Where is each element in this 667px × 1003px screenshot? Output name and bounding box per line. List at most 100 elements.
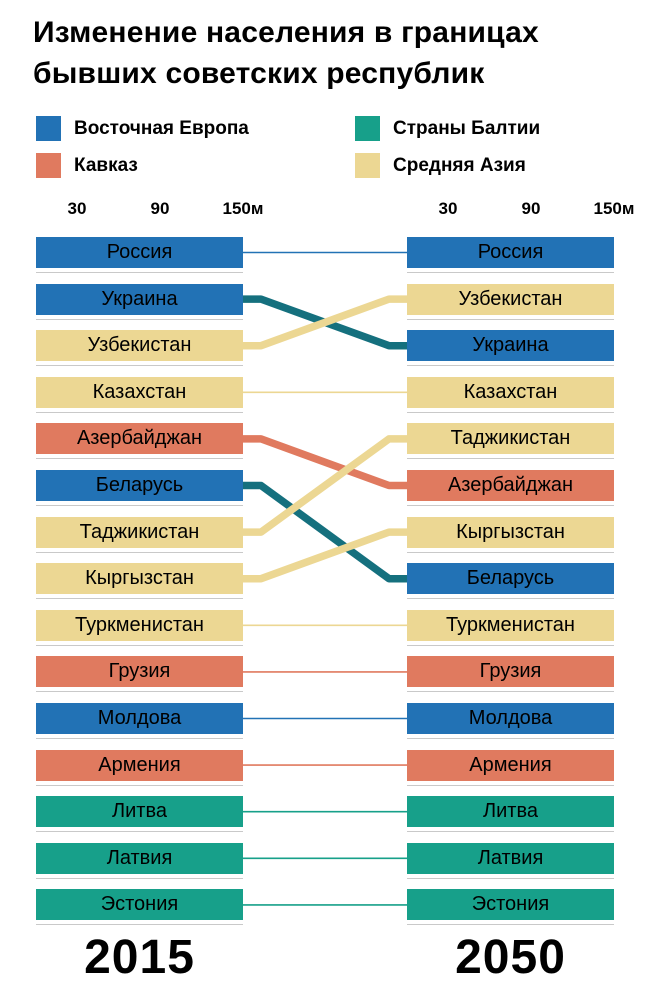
legend-item-baltics: Страны Балтии <box>355 116 540 141</box>
grid-line <box>407 365 614 366</box>
country-row: Узбекистан <box>407 284 614 321</box>
country-row: Беларусь <box>407 563 614 600</box>
grid-line <box>407 458 614 459</box>
country-row: Казахстан <box>407 377 614 414</box>
grid-line <box>36 458 243 459</box>
chart-title: Изменение населения в границах бывших со… <box>33 16 539 90</box>
country-bar-2050 <box>407 656 614 687</box>
country-row: Беларусь <box>36 470 243 507</box>
country-label: Грузия <box>108 660 171 682</box>
country-bar-2015 <box>36 610 243 641</box>
eastern-europe-swatch-icon <box>36 116 61 141</box>
legend-label-central-asia: Средняя Азия <box>393 154 526 176</box>
baltics-swatch-icon <box>355 116 380 141</box>
country-row: Эстония <box>36 889 243 926</box>
country-label: Казахстан <box>463 381 558 403</box>
grid-line <box>36 319 243 320</box>
country-bar-2015 <box>36 889 243 920</box>
country-label: Армения <box>98 754 181 776</box>
country-label: Литва <box>112 800 167 822</box>
country-label: Беларусь <box>95 474 184 496</box>
country-label: Узбекистан <box>458 288 563 310</box>
country-label: Украина <box>472 334 549 356</box>
grid-line <box>36 831 243 832</box>
country-row: Россия <box>407 237 614 274</box>
grid-line <box>407 272 614 273</box>
grid-line <box>407 645 614 646</box>
country-label: Эстония <box>471 893 550 915</box>
country-label: Азербайджан <box>76 427 203 449</box>
country-label: Украина <box>101 288 178 310</box>
country-bar-2015 <box>36 237 243 268</box>
country-label: Латвия <box>477 847 544 869</box>
grid-line <box>407 691 614 692</box>
grid-line <box>407 412 614 413</box>
grid-line <box>36 645 243 646</box>
grid-line <box>36 924 243 925</box>
axis-tick-90-left: 90 <box>150 199 170 218</box>
country-label: Россия <box>106 241 173 263</box>
legend-item-eastern-europe: Восточная Европа <box>36 116 249 141</box>
country-row: Туркменистан <box>407 610 614 647</box>
axis-tick-90-right: 90 <box>521 199 541 218</box>
legend-label-baltics: Страны Балтии <box>393 117 541 139</box>
grid-line <box>407 878 614 879</box>
grid-line <box>36 691 243 692</box>
country-bar-2050 <box>407 284 614 315</box>
country-row: Молдова <box>36 703 243 740</box>
country-bar-2050 <box>407 796 614 827</box>
country-row: Литва <box>407 796 614 833</box>
grid-line <box>407 785 614 786</box>
country-row: Россия <box>36 237 243 274</box>
country-row: Узбекистан <box>36 330 243 367</box>
country-bar-2015 <box>36 703 243 734</box>
country-row: Армения <box>36 750 243 787</box>
country-row: Кыргызстан <box>407 517 614 554</box>
grid-line <box>407 738 614 739</box>
country-row: Армения <box>407 750 614 787</box>
country-row: Таджикистан <box>36 517 243 554</box>
country-bar-2050 <box>407 843 614 874</box>
legend-item-caucasus: Кавказ <box>36 153 138 178</box>
grid-line <box>36 505 243 506</box>
year-label-2050: 2050 <box>455 931 566 984</box>
grid-line <box>36 738 243 739</box>
country-row: Украина <box>36 284 243 321</box>
country-row: Туркменистан <box>36 610 243 647</box>
country-bar-2015 <box>36 796 243 827</box>
country-label: Армения <box>469 754 552 776</box>
country-row: Азербайджан <box>36 423 243 460</box>
grid-line <box>407 505 614 506</box>
country-label: Туркменистан <box>75 614 204 636</box>
grid-line <box>407 319 614 320</box>
country-row: Грузия <box>36 656 243 693</box>
country-label: Кыргызстан <box>85 567 194 589</box>
country-bar-2015 <box>36 377 243 408</box>
central-asia-swatch-icon <box>355 153 380 178</box>
country-bar-2050 <box>407 423 614 454</box>
axis-tick-150m-right: 150м <box>593 199 635 218</box>
grid-line <box>36 412 243 413</box>
axis-tick-30-left: 30 <box>67 199 87 218</box>
axis-tick-150m-left: 150м <box>222 199 264 218</box>
country-row: Латвия <box>36 843 243 880</box>
country-label: Молдова <box>97 707 182 729</box>
country-bar-2050 <box>407 703 614 734</box>
country-bar-2050 <box>407 237 614 268</box>
country-label: Латвия <box>106 847 173 869</box>
country-bar-2015 <box>36 330 243 361</box>
grid-line <box>36 365 243 366</box>
legend-label-caucasus: Кавказ <box>74 154 138 176</box>
country-row: Молдова <box>407 703 614 740</box>
country-bar-2050 <box>407 610 614 641</box>
country-row: Украина <box>407 330 614 367</box>
country-bar-2015 <box>36 517 243 548</box>
country-bar-2015 <box>36 656 243 687</box>
grid-line <box>407 598 614 599</box>
country-row: Кыргызстан <box>36 563 243 600</box>
country-row: Грузия <box>407 656 614 693</box>
country-label: Молдова <box>468 707 553 729</box>
country-label: Литва <box>483 800 538 822</box>
